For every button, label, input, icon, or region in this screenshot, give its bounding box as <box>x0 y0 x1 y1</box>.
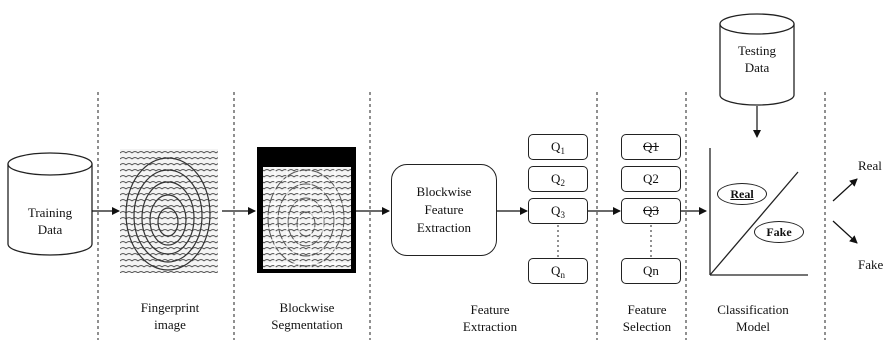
process-line1: Blockwise <box>416 184 472 199</box>
stage-label-selection: Feature Selection <box>606 301 688 335</box>
selected-qn-label: Qn <box>643 263 659 278</box>
selected-q3-label: Q3 <box>643 203 659 218</box>
training-data-label: Training Data <box>10 204 90 238</box>
feature-q3-sub: 3 <box>560 210 565 220</box>
testing-data-cylinder <box>719 13 795 106</box>
feature-qn-base: Q <box>551 263 561 278</box>
output-real: Real <box>858 158 882 173</box>
selected-q2-box: Q2 <box>621 166 681 192</box>
testing-data-line2: Data <box>744 60 770 75</box>
class-fake-label: Fake <box>766 224 792 239</box>
stage-label-segmentation: Blockwise Segmentation <box>251 299 363 333</box>
arrow-to-fake <box>832 220 858 244</box>
flow-arrows <box>92 106 858 244</box>
feature-q2-sub: 2 <box>560 178 565 188</box>
stage-label-fingerprint: Fingerprint image <box>120 299 220 333</box>
stage-classification-line2: Model <box>736 319 770 334</box>
stage-label-classification: Classification Model <box>698 301 808 335</box>
feature-q1-base: Q <box>551 139 561 154</box>
process-line3: Extraction <box>416 220 472 235</box>
stage-separators <box>97 92 826 340</box>
selected-q2-label: Q2 <box>643 171 659 186</box>
selected-qn-box: Qn <box>621 258 681 284</box>
stage-segmentation-line1: Blockwise <box>279 300 335 315</box>
testing-data-label: Testing Data <box>720 42 794 76</box>
feature-q2-base: Q <box>551 171 561 186</box>
feature-qn-sub: n <box>560 270 565 280</box>
testing-data-line1: Testing <box>737 43 777 58</box>
stage-selection-line1: Feature <box>627 302 667 317</box>
stage-extraction-line1: Feature <box>470 302 510 317</box>
class-real-oval: Real <box>717 183 767 205</box>
segmentation-image <box>257 147 356 273</box>
training-data-cylinder <box>7 152 93 256</box>
training-data-line2: Data <box>37 222 63 237</box>
class-fake-oval: Fake <box>754 221 804 243</box>
stage-fingerprint-line1: Fingerprint <box>140 300 200 315</box>
selected-q3-box: Q3 <box>621 198 681 224</box>
stage-segmentation-line2: Segmentation <box>271 317 343 332</box>
fingerprint-image <box>120 149 218 273</box>
feature-dots <box>557 225 652 258</box>
selected-q1-box: Q1 <box>621 134 681 160</box>
process-line2: Feature <box>424 202 464 217</box>
feature-q3-base: Q <box>551 203 561 218</box>
class-real-label: Real <box>730 186 754 201</box>
classification-plot <box>709 148 808 276</box>
stage-fingerprint-line2: image <box>154 317 186 332</box>
blockwise-feature-extraction-box: Blockwise Feature Extraction <box>391 164 497 256</box>
stage-label-extraction: Feature Extraction <box>440 301 540 335</box>
stage-extraction-line2: Extraction <box>462 319 518 334</box>
output-fake: Fake <box>858 257 884 272</box>
stage-classification-line1: Classification <box>717 302 789 317</box>
segmentation-grid <box>263 167 351 269</box>
selected-q1-label: Q1 <box>643 139 659 154</box>
feature-q1-sub: 1 <box>560 146 565 156</box>
arrow-to-real <box>832 178 858 202</box>
stage-selection-line2: Selection <box>622 319 672 334</box>
training-data-line1: Training <box>27 205 73 220</box>
